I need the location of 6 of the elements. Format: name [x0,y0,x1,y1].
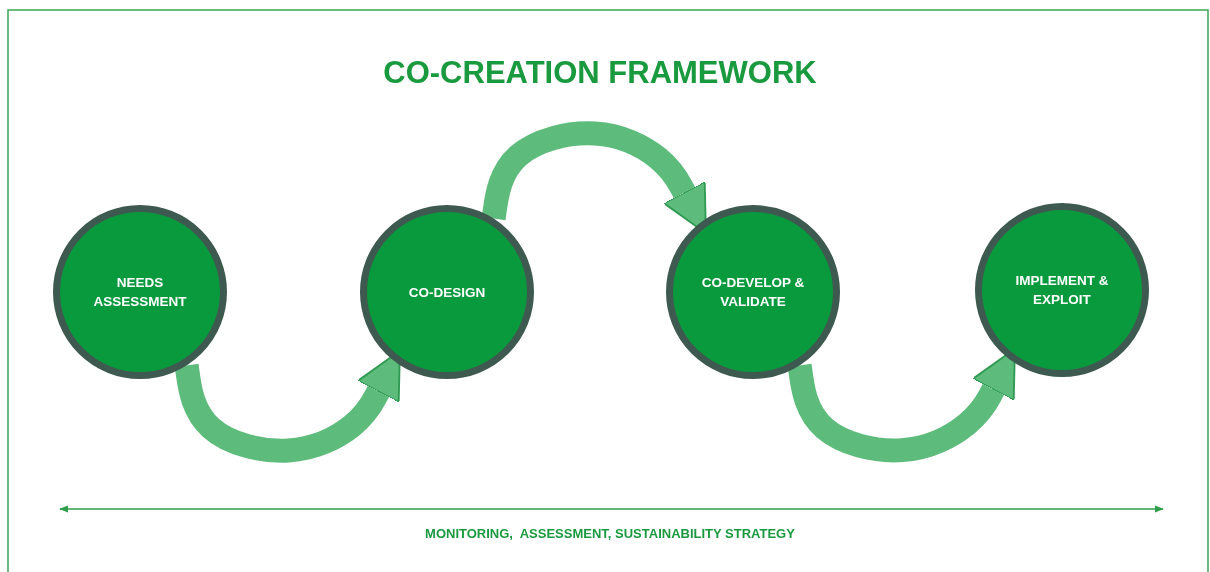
title: CO-CREATION FRAMEWORK [382,55,818,91]
strategy-label: MONITORING, ASSESSMENT, SUSTAINABILITY STRATEGY [424,526,796,541]
step-label: CO-DESIGN [407,283,487,302]
step-label: CO-DEVELOP & VALIDATE [700,274,806,311]
step-label: IMPLEMENT & EXPLOIT [1014,272,1110,309]
step-label: NEEDS ASSESSMENT [92,274,188,311]
